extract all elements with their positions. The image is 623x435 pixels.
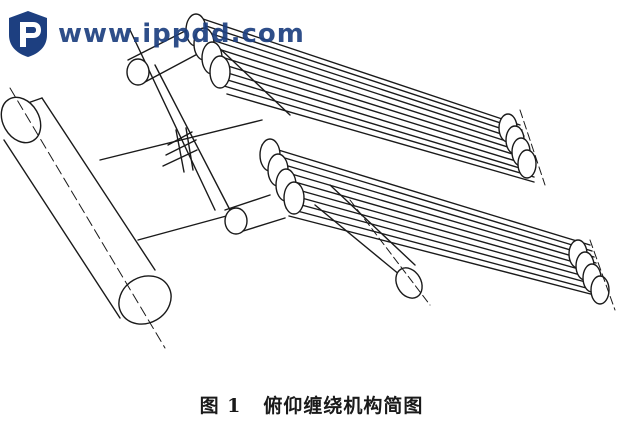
winding-bundle-lower <box>259 138 616 311</box>
hatch-symbol <box>162 127 198 173</box>
winding-bundle-upper <box>185 13 546 186</box>
figure-label: 图 1 <box>199 395 242 417</box>
watermark-text: www.ippdd.com <box>58 19 305 49</box>
small-roller-middle <box>224 194 286 235</box>
connecting-frame <box>99 24 291 241</box>
figure-caption-text: 俯仰缠绕机构简图 <box>263 395 424 417</box>
pivot-cylinder <box>0 87 172 349</box>
shield-logo-icon <box>9 11 47 57</box>
guide-roller-lower <box>314 184 431 306</box>
small-roller-upper <box>126 25 206 86</box>
watermark: www.ippdd.com <box>6 8 305 60</box>
figure-caption: 图 1 俯仰缠绕机构简图 <box>0 391 623 418</box>
